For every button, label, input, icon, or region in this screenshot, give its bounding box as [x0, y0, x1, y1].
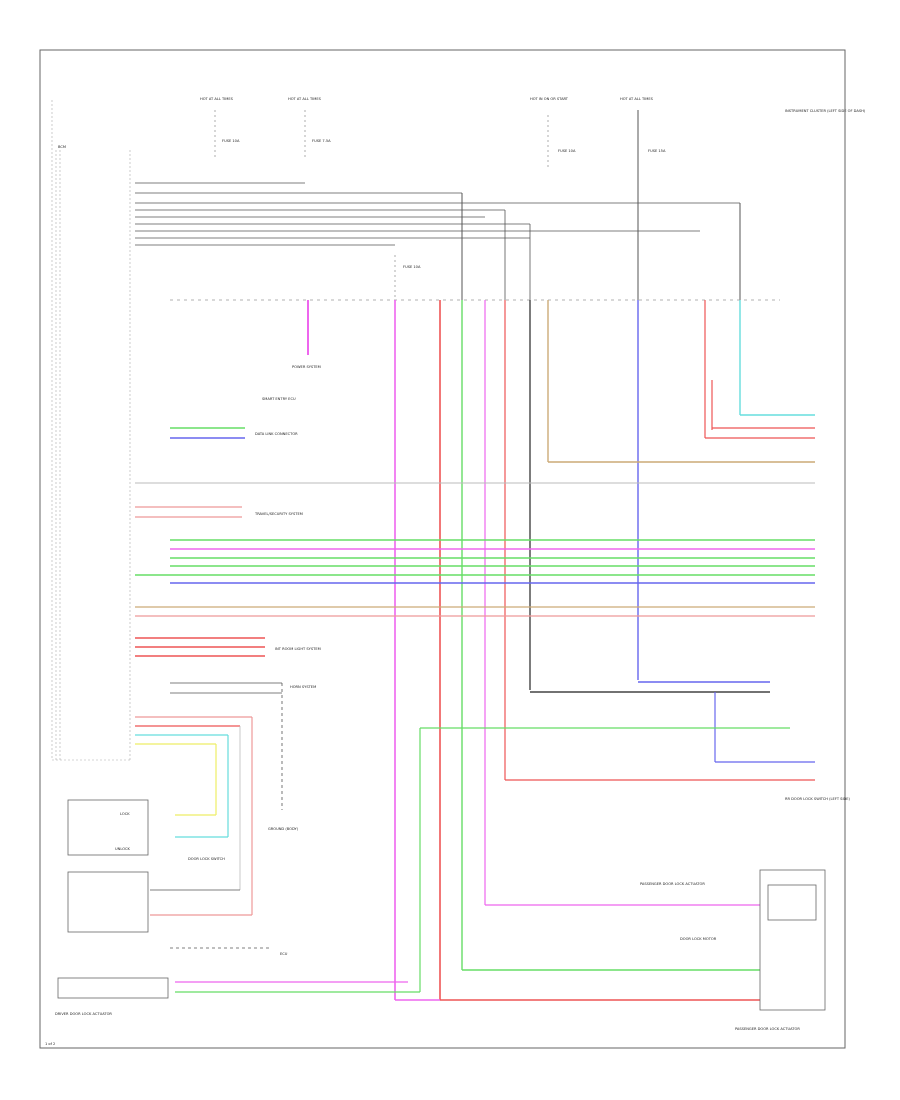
vertical-wires: POWER SYSTEM: [292, 300, 741, 1000]
theft-system-label: TRAVEL/SECURITY SYSTEM: [254, 512, 303, 516]
right-switch-label: RR DOOR LOCK SWITCH (LEFT SIDE): [785, 797, 851, 801]
lock-label: LOCK: [120, 812, 130, 816]
power-label-4: HOT AT ALL TIMES: [620, 97, 654, 101]
bottom-left-module: [57, 977, 169, 999]
fuse-label-2: FUSE 7.5A: [312, 139, 331, 143]
right-mid-runs: RR DOOR LOCK SWITCH (LEFT SIDE): [419, 681, 851, 992]
power-label-3: HOT IN ON OR START: [530, 97, 569, 101]
upper-right-runs: [548, 414, 815, 463]
bottom-left-caption: DRIVER DOOR LOCK ACTUATOR: [55, 1012, 112, 1016]
main-bundle: [135, 539, 815, 617]
left-bus-label: BCM: [58, 145, 66, 149]
diagram-frame: [39, 49, 846, 1049]
horn-system-label: HORN SYSTEM: [290, 685, 316, 689]
unlock-label: UNLOCK: [115, 847, 131, 851]
keyless-label: SMART ENTRY ECU: [262, 397, 296, 401]
fuse-label-4: FUSE 15A: [648, 149, 666, 153]
bottom-right-block: PASSENGER DOOR LOCK ACTUATOR DOOR LOCK M…: [395, 869, 826, 1031]
right-bottom-block-label: PASSENGER DOOR LOCK ACTUATOR: [640, 882, 705, 886]
ecu-label: ECU: [280, 952, 288, 956]
top-right-module-label: INSTRUMENT CLUSTER (LEFT SIDE OF DASH): [785, 109, 866, 113]
left-door-harness: LOCK UNLOCK DOOR LOCK SWITCH: [67, 716, 253, 933]
fuse-label-1: FUSE 10A: [222, 139, 240, 143]
passenger-actuator-box: [759, 869, 826, 1011]
fuse-label-3: FUSE 10A: [558, 149, 576, 153]
right-bottom-motor-label: DOOR LOCK MOTOR: [680, 937, 717, 941]
door-switch-label: DOOR LOCK SWITCH: [188, 857, 225, 861]
room-light-block: INT ROOM LIGHT SYSTEM: [135, 637, 321, 657]
power-sources: HOT AT ALL TIMES HOT AT ALL TIMES HOT IN…: [200, 97, 866, 300]
power-label-2: HOT AT ALL TIMES: [288, 97, 322, 101]
ground-label: GROUND (BODY): [268, 827, 299, 831]
horn-block: HORN SYSTEM GROUND (BODY): [170, 682, 316, 831]
mid-fuse-label: FUSE 10A: [403, 265, 421, 269]
left-switch-box: [67, 799, 149, 856]
bottom-left-runs: ECU DRIVER DOOR LOCK ACTUATOR: [55, 947, 420, 1016]
bottom-right-caption: PASSENGER DOOR LOCK ACTUATOR: [735, 1027, 800, 1031]
power-system-label: POWER SYSTEM: [292, 365, 321, 369]
left-bus: BCM: [51, 100, 131, 761]
power-label-1: HOT AT ALL TIMES: [200, 97, 234, 101]
left-actuator-box: [67, 871, 149, 933]
room-light-label: INT ROOM LIGHT SYSTEM: [275, 647, 321, 651]
data-link-label: DATA LINK CONNECTOR: [255, 432, 298, 436]
page-number: 1 of 2: [45, 1042, 55, 1046]
theft-block: TRAVEL/SECURITY SYSTEM: [135, 506, 303, 518]
smart-entry-block: SMART ENTRY ECU DATA LINK CONNECTOR: [170, 397, 298, 439]
passenger-motor-box: [767, 884, 817, 921]
top-bundle: FUSE 10A: [135, 182, 741, 300]
